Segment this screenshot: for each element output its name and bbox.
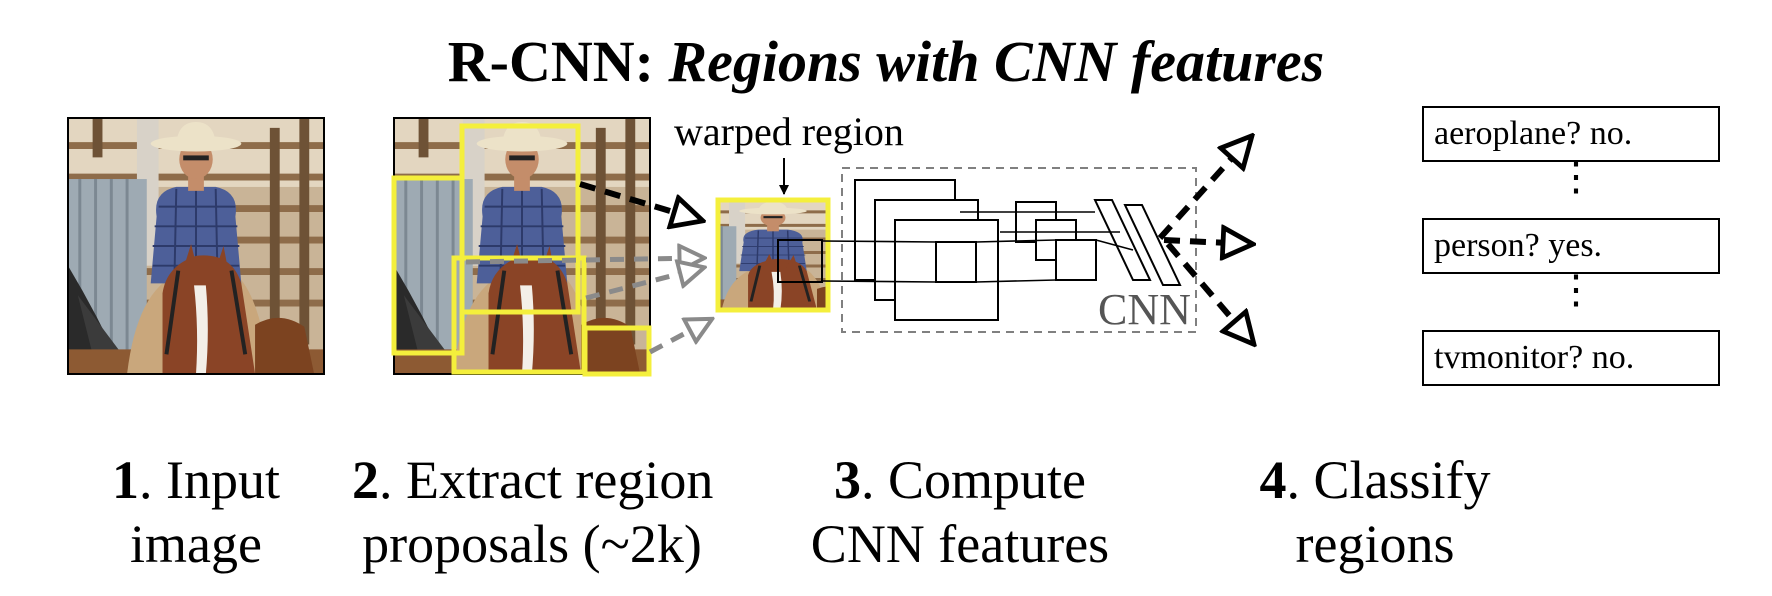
cnn-connections <box>821 211 1134 283</box>
arrow-to-tvmonitor <box>1165 242 1252 342</box>
title-bold: R-CNN: <box>447 29 669 94</box>
step-number: 3 <box>834 450 861 510</box>
arrow-to-aeroplane <box>1157 138 1250 241</box>
step-text: . Extract region <box>379 450 714 510</box>
step-text: CNN features <box>810 514 1110 574</box>
step-text: . Classify <box>1286 450 1491 510</box>
cnn-dashed-frame <box>841 167 1197 333</box>
step-2-caption: 2. Extract region proposals (~2k) <box>352 448 714 576</box>
proposal-box-horse <box>451 255 587 375</box>
input-image <box>67 117 325 375</box>
step-text: . Compute <box>861 450 1086 510</box>
arrow-to-person <box>1163 240 1250 244</box>
proposal-box-left <box>391 175 465 356</box>
warped-region-label: warped region <box>674 109 904 154</box>
step-4-caption: 4. Classify regions <box>1250 448 1500 576</box>
title-italic: Regions with CNN features <box>668 29 1325 94</box>
step-3-caption: 3. Compute CNN features <box>810 448 1110 576</box>
proposal-image <box>393 117 651 375</box>
proposal-arrows <box>465 181 710 355</box>
step-number: 4 <box>1259 450 1287 510</box>
arrow-small-to-warped <box>648 320 710 355</box>
step-text: regions <box>1295 514 1455 574</box>
step-text: proposals (~2k) <box>362 514 702 574</box>
warped-patch <box>777 239 823 283</box>
step-number: 1 <box>112 450 139 510</box>
class-aeroplane: aeroplane? no. <box>1422 106 1720 162</box>
vertical-ellipsis-icon: ⋮ <box>1556 267 1596 312</box>
arrow-person-to-warped <box>579 181 700 220</box>
diagram-title: R-CNN: Regions with CNN features <box>0 28 1772 95</box>
step-text: image <box>130 514 262 574</box>
class-tvmonitor: tvmonitor? no. <box>1422 330 1720 386</box>
classification-arrows <box>1157 138 1252 342</box>
proposal-box-small <box>582 325 652 377</box>
class-person: person? yes. <box>1422 218 1720 274</box>
region-proposal-boxes <box>391 123 652 377</box>
arrow-horse-to-warped <box>585 268 702 301</box>
vertical-ellipsis-icon: ⋮ <box>1556 154 1596 199</box>
step-1-caption: 1. Input image <box>86 448 306 576</box>
arrow-left-to-warped <box>465 258 702 262</box>
warped-region <box>715 197 831 313</box>
step-text: . Input <box>139 450 280 510</box>
step-number: 2 <box>352 450 379 510</box>
cnn-label: CNN <box>1098 285 1191 334</box>
